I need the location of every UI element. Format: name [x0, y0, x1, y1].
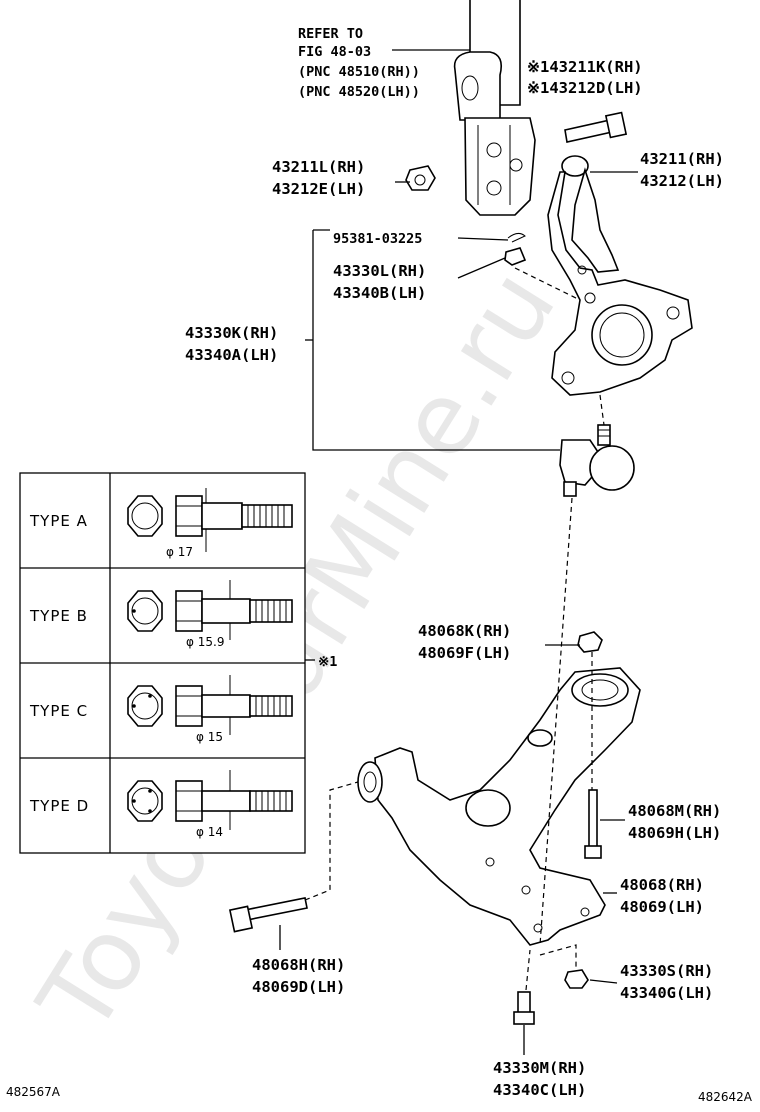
label-refer-4: (PNC 48520(LH)) [298, 84, 420, 100]
leader-lines [279, 49, 638, 1055]
type-table [19, 472, 306, 854]
type-row-c: TYPE C φ 15 [29, 675, 293, 744]
type-d-label: TYPE D [29, 797, 89, 815]
type-a-dim: φ 17 [166, 545, 193, 559]
steering-knuckle-drawing [547, 155, 693, 396]
ball-joint-drawing [559, 424, 635, 497]
figure-code-right: 482642A [698, 1090, 753, 1104]
label-bolt2-lh: 48069H(LH) [628, 824, 721, 842]
type-row-b: TYPE B φ 15.9 [29, 580, 293, 649]
type-row-d: TYPE D φ 14 [29, 770, 293, 839]
nut-drawing-3 [564, 969, 589, 989]
label-bolt-lh: ※143212D(LH) [527, 79, 643, 97]
label-nut2-rh: 48068K(RH) [418, 622, 511, 640]
label-nut2-lh: 48069F(LH) [418, 644, 511, 662]
type-row-a: TYPE A φ 17 [29, 488, 293, 559]
label-knuckle-lh: 43212(LH) [640, 172, 724, 190]
label-bolt3-rh: 48068H(RH) [252, 956, 345, 974]
type-b-dim: φ 15.9 [186, 635, 224, 649]
bolt-drawing-2 [584, 789, 602, 859]
bolt-drawing-1 [564, 111, 628, 143]
label-refer-3: (PNC 48510(RH)) [298, 64, 420, 80]
label-bolt4-rh: 43330M(RH) [493, 1059, 586, 1077]
label-bolt4-lh: 43340C(LH) [493, 1081, 586, 1099]
label-pin: 95381-03225 [333, 231, 422, 247]
label-castle-lh: 43340B(LH) [333, 284, 426, 302]
type-c-label: TYPE C [29, 702, 88, 720]
type-a-label: TYPE A [29, 512, 88, 530]
bolt-drawing-4 [513, 991, 535, 1025]
label-refer-2: FIG 48-03 [298, 44, 371, 60]
label-balljoint-lh: 43340A(LH) [185, 346, 278, 364]
nut-drawing-1 [405, 165, 436, 191]
type-c-dim: φ 15 [196, 730, 223, 744]
label-arm-rh: 48068(RH) [620, 876, 704, 894]
nut-drawing-2 [577, 631, 603, 653]
figure-code-left: 482567A [6, 1085, 61, 1099]
label-bolt3-lh: 48069D(LH) [252, 978, 345, 996]
label-nut-lh: 43212E(LH) [272, 180, 365, 198]
lower-arm-drawing [357, 667, 641, 946]
label-bolt-rh: ※143211K(RH) [527, 58, 643, 76]
label-castle-rh: 43330L(RH) [333, 262, 426, 280]
label-nut3-rh: 43330S(RH) [620, 962, 713, 980]
bolt-drawing-3 [228, 897, 308, 933]
label-knuckle-rh: 43211(RH) [640, 150, 724, 168]
cotter-pin-drawing [504, 232, 527, 266]
type-d-dim: φ 14 [196, 825, 223, 839]
type-b-label: TYPE B [29, 607, 88, 625]
label-balljoint-rh: 43330K(RH) [185, 324, 278, 342]
assembly-lines [304, 267, 605, 991]
strut-drawing [453, 0, 536, 216]
label-note: ※1 [318, 654, 337, 670]
label-bolt2-rh: 48068M(RH) [628, 802, 721, 820]
label-refer-1: REFER TO [298, 26, 363, 42]
label-arm-lh: 48069(LH) [620, 898, 704, 916]
label-nut-rh: 43211L(RH) [272, 158, 365, 176]
label-nut3-lh: 43340G(LH) [620, 984, 713, 1002]
